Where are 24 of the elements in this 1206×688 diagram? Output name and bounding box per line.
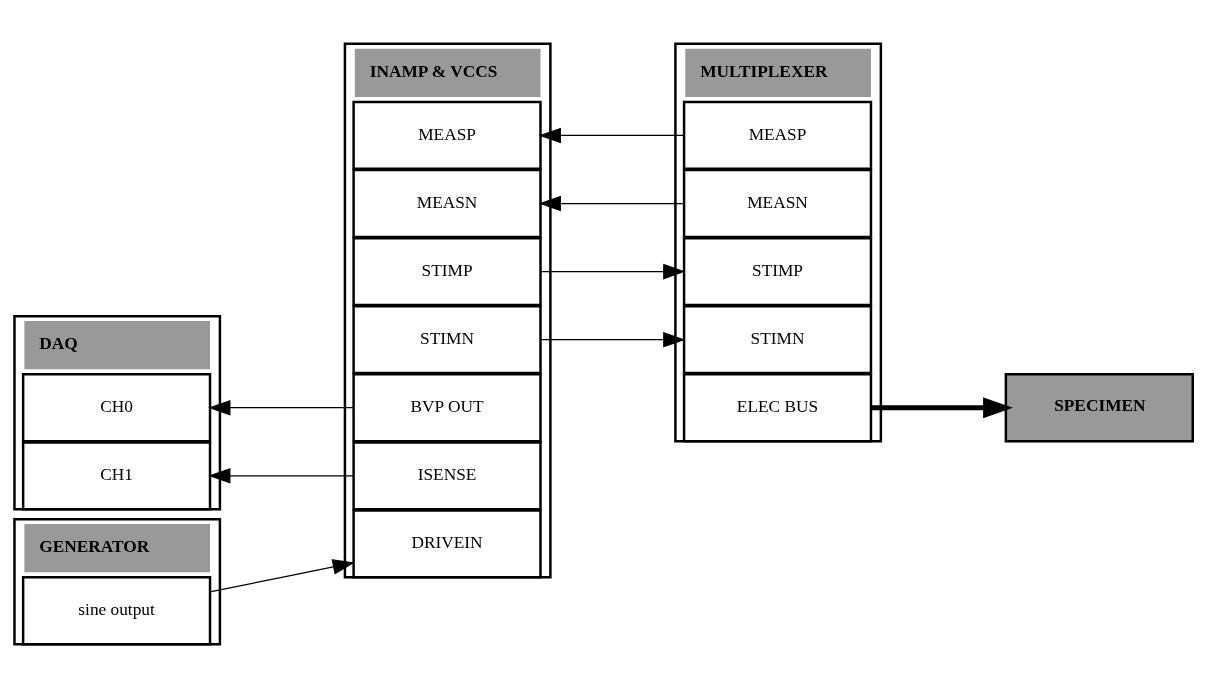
node-box: MEASP: [352, 100, 542, 171]
node-box: BVP OUT: [352, 373, 542, 443]
arrow: [539, 331, 686, 348]
node-box: MEASP: [682, 100, 873, 171]
node-box: SPECIMEN: [1004, 373, 1194, 443]
node-box: STIMP: [352, 236, 542, 307]
arrow: [208, 468, 354, 484]
node-box: STIMN: [682, 305, 873, 375]
node-box: MEASN: [682, 168, 873, 239]
node-box: STIMN: [352, 305, 542, 375]
arrow: [538, 127, 685, 144]
node-box: CH1: [21, 441, 212, 511]
arrow: [538, 195, 685, 212]
node-box: MEASN: [352, 168, 542, 239]
node-box: ELEC BUS: [682, 373, 873, 443]
arrow: [539, 263, 686, 280]
arrow: [871, 397, 1013, 419]
node-box: CH0: [21, 373, 212, 443]
node-box: DRIVEIN: [352, 509, 542, 579]
node-box: sine output: [21, 576, 212, 646]
node-box: STIMP: [682, 236, 873, 307]
node-box: ISENSE: [352, 441, 542, 511]
arrow: [208, 399, 354, 416]
arrow: [209, 559, 355, 593]
